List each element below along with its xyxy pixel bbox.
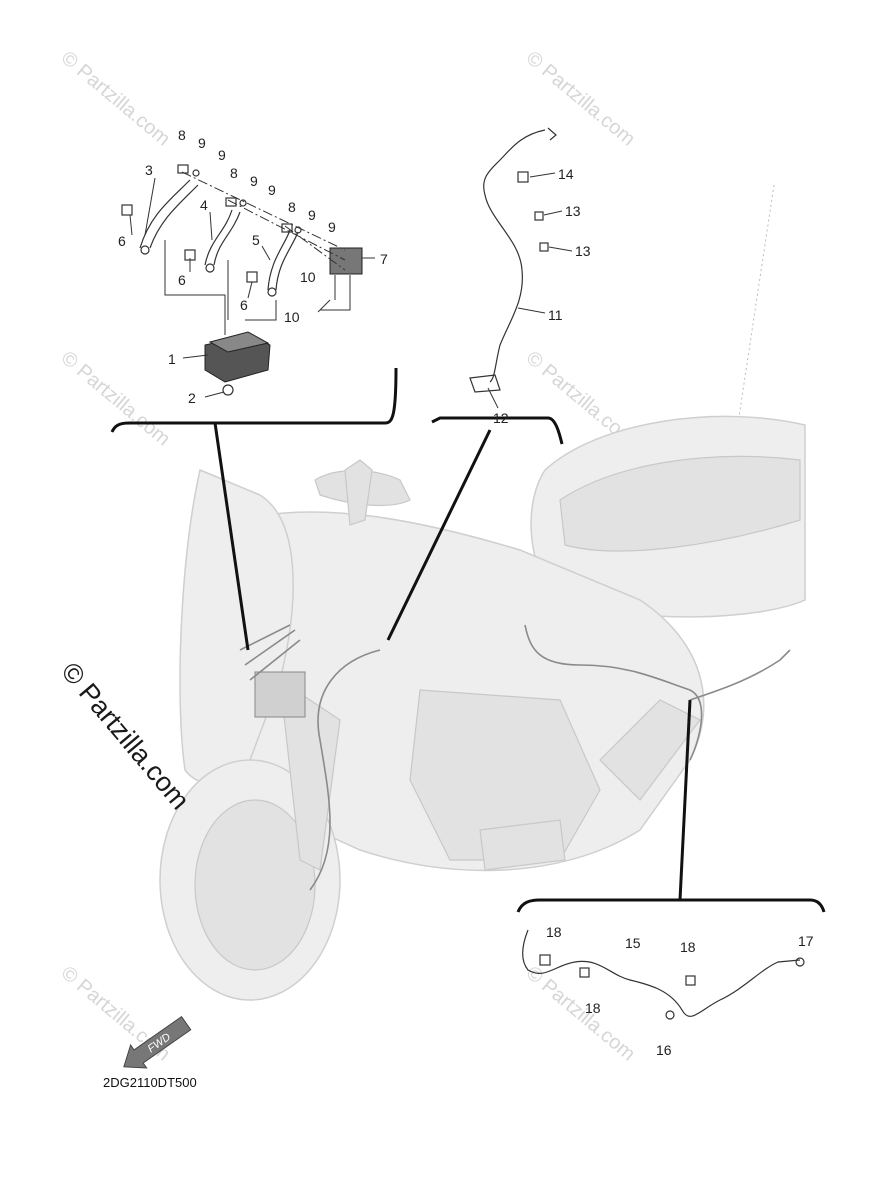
callout-8: 8 [230,165,238,181]
leader-lines [129,172,573,409]
callouts: 1 2 3 4 5 6 6 6 7 8 8 8 9 9 9 9 9 9 10 1… [118,127,814,1058]
callout-6: 6 [118,233,126,249]
watermark: © Partzilla.com [522,47,639,150]
callout-18: 18 [546,924,562,940]
callout-1: 1 [168,351,176,367]
callout-2: 2 [188,390,196,406]
callout-6: 6 [178,272,186,288]
abs-group-bracket [110,367,398,433]
callout-18: 18 [585,1000,601,1016]
callout-13: 13 [565,203,581,219]
callout-8: 8 [288,199,296,215]
front-wheel-sensor [469,127,557,393]
watermark: © Partzilla.com [57,347,174,450]
front-sensor-bracket [431,416,564,445]
callout-9: 9 [328,219,336,235]
callout-9: 9 [268,182,276,198]
callout-8: 8 [178,127,186,143]
callout-13: 13 [575,243,591,259]
callout-18: 18 [680,939,696,955]
callout-16: 16 [656,1042,672,1058]
callout-brackets [110,367,826,913]
callout-6: 6 [240,297,248,313]
watermark: © Partzilla.com [57,47,174,150]
fwd-arrow-icon: FWD [123,1015,192,1069]
callout-5: 5 [252,232,260,248]
callout-15: 15 [625,935,641,951]
callout-14: 14 [558,166,574,182]
callout-3: 3 [145,162,153,178]
callout-9: 9 [218,147,226,163]
abs-assembly [121,164,363,396]
drawing-code: 2DG2110DT500 [103,1075,197,1090]
callout-9: 9 [250,173,258,189]
rear-wheel-sensor [522,929,805,1020]
callout-10: 10 [300,269,316,285]
partzilla-watermark: © Partzilla.com [55,657,195,816]
rear-sensor-bracket [516,898,826,913]
callout-7: 7 [380,251,388,267]
callout-9: 9 [308,207,316,223]
callout-10: 10 [284,309,300,325]
callout-4: 4 [200,197,208,213]
callout-9: 9 [198,135,206,151]
callout-11: 11 [548,307,563,323]
installed-harnesses [239,624,791,891]
motorcycle-silhouette [159,184,806,1001]
callout-17: 17 [798,933,814,949]
callout-12: 12 [493,410,509,426]
